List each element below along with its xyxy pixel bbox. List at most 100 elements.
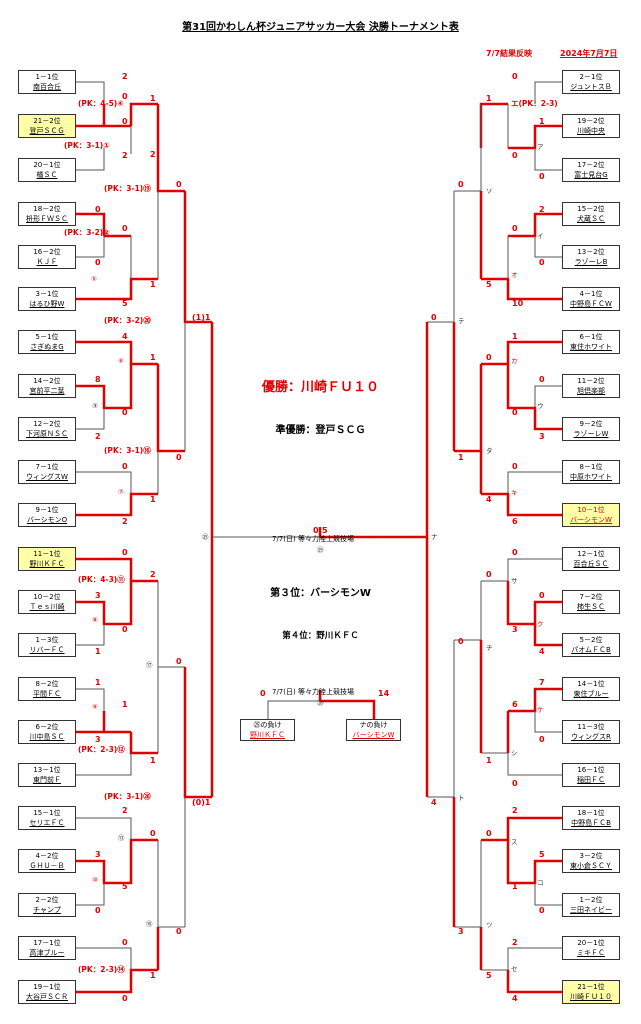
team-name: 犬蔵ＳＣ bbox=[577, 215, 605, 223]
bracket-line bbox=[481, 492, 562, 517]
right-team-box: 8－1位中原ホワイト bbox=[562, 460, 620, 484]
team-name: ウィングスW bbox=[26, 473, 68, 481]
team-name: 宮前平二葉 bbox=[29, 387, 65, 395]
team-seed: 3－1位 bbox=[35, 290, 59, 298]
pk-note: (PK：4-3)⑪ bbox=[78, 575, 125, 584]
bracket-line bbox=[506, 364, 562, 431]
match-marker: ⑦ bbox=[118, 488, 124, 496]
right-team-box: 4－1位中野島ＦＣW bbox=[562, 287, 620, 311]
team-name: 橘ＳＣ bbox=[36, 171, 58, 179]
bracket-line bbox=[76, 838, 158, 885]
team-seed: 11－2位 bbox=[577, 377, 605, 385]
bracket-line bbox=[533, 624, 562, 647]
team-name: 三田ネイビー bbox=[570, 906, 612, 914]
team-seed: 1－1位 bbox=[35, 73, 59, 81]
bracket-line bbox=[76, 947, 132, 970]
team-seed: 7－2位 bbox=[579, 593, 603, 601]
score-label: 0 bbox=[539, 375, 545, 384]
score-label: 0 bbox=[539, 906, 545, 915]
right-team-box: 5－2位パオムＦＣB bbox=[562, 633, 620, 657]
team-seed: 18－1位 bbox=[577, 809, 605, 817]
team-seed: 6－1位 bbox=[579, 333, 603, 341]
team-name: リバーＦＣ bbox=[29, 646, 65, 654]
bracket-line bbox=[76, 471, 132, 494]
match-marker: ク bbox=[537, 620, 544, 628]
match-marker: チ bbox=[486, 644, 493, 652]
pk-note: (PK：2-3)⑫ bbox=[78, 745, 125, 754]
score-label: 2 bbox=[512, 806, 518, 815]
score-label: 0 bbox=[512, 408, 518, 417]
right-team-box: 17－2位富士見台G bbox=[562, 158, 620, 182]
team-seed: 21－1位 bbox=[577, 983, 605, 991]
score-label: 0 bbox=[122, 224, 128, 233]
third-place-left-label: ㉕の負け bbox=[253, 721, 282, 729]
team-seed: 20－1位 bbox=[577, 939, 605, 947]
score-label: 3 bbox=[95, 735, 101, 744]
score-label: 2 bbox=[512, 938, 518, 947]
team-name: 東小倉ＳＣＹ bbox=[570, 862, 612, 870]
right-team-box: 18－1位中野島ＦＣB bbox=[562, 806, 620, 830]
match-marker: ⑰ bbox=[146, 661, 153, 669]
score-label: 0 bbox=[458, 637, 464, 646]
score-label: 2 bbox=[122, 806, 128, 815]
score-label: 0 bbox=[122, 408, 128, 417]
left-team-box: 20－1位橘ＳＣ bbox=[18, 158, 76, 182]
score-label: 5 bbox=[122, 299, 128, 308]
bracket-line bbox=[481, 816, 562, 842]
score-label: 0 bbox=[122, 462, 128, 471]
left-team-box: 15－1位セリエＦＣ bbox=[18, 806, 76, 830]
team-name: 川中島ＳＣ bbox=[29, 733, 65, 741]
score-label: 4 bbox=[486, 495, 492, 504]
left-team-box: 14－2位宮前平二葉 bbox=[18, 374, 76, 398]
left-team-box: 5－1位さぎぬまG bbox=[18, 330, 76, 354]
match-marker: ア bbox=[537, 143, 544, 151]
team-name: パオムＦＣB bbox=[571, 646, 611, 654]
bracket-line bbox=[481, 277, 562, 301]
team-seed: 10－2位 bbox=[33, 593, 61, 601]
team-name: 野川ＫＦＣ bbox=[29, 560, 65, 568]
team-seed: 21－2位 bbox=[33, 117, 61, 125]
left-team-box: 19－1位大谷戸ＳＣＲ bbox=[18, 980, 76, 1004]
score-label: 5 bbox=[122, 882, 128, 891]
team-name: 川崎ＦＵ１０ bbox=[570, 993, 612, 1001]
team-seed: 7－1位 bbox=[35, 463, 59, 471]
left-team-box: 13－1位東門前Ｆ bbox=[18, 763, 76, 787]
team-name: ウィングスR bbox=[571, 733, 611, 741]
team-seed: 18－2位 bbox=[33, 205, 61, 213]
match-marker: キ bbox=[511, 489, 518, 497]
team-seed: 8－1位 bbox=[579, 463, 603, 471]
final-score-left: 0 bbox=[313, 526, 319, 535]
team-seed: 6－2位 bbox=[35, 723, 59, 731]
score-label: 0 bbox=[512, 151, 518, 160]
pk-note: エ(PK：2-3) bbox=[511, 99, 558, 108]
team-name: 平間ＦＣ bbox=[33, 690, 61, 698]
score-label: 0 bbox=[512, 779, 518, 788]
right-team-box: 9－2位ラゾーレW bbox=[562, 417, 620, 441]
score-label: 5 bbox=[486, 280, 492, 289]
bracket-line bbox=[76, 212, 106, 236]
team-name: Ｔｅｓ川崎 bbox=[29, 603, 65, 611]
score-label: 0 bbox=[431, 313, 437, 322]
right-team-box: 1－2位三田ネイビー bbox=[562, 893, 620, 917]
team-seed: 4－2位 bbox=[35, 852, 59, 860]
right-team-box: 3－2位東小倉ＳＣＹ bbox=[562, 849, 620, 873]
left-team-box: 17－1位高津ブルー bbox=[18, 936, 76, 960]
pk-note: (PK：3-2)② bbox=[64, 228, 110, 237]
match-marker: セ bbox=[511, 965, 518, 973]
team-name: 下河原ＮＳＣ bbox=[26, 430, 68, 438]
team-name: 中野島ＦＣB bbox=[571, 819, 611, 827]
third-place-right-score: 14 bbox=[378, 689, 390, 698]
third-text: 第３位：バーシモンW bbox=[270, 588, 371, 599]
score-label: 0 bbox=[122, 938, 128, 947]
team-seed: 11－1位 bbox=[33, 550, 61, 558]
bracket-line bbox=[454, 104, 482, 192]
bracket-line bbox=[76, 968, 158, 994]
score-label: 1 bbox=[150, 756, 156, 765]
bracket-line bbox=[508, 212, 562, 238]
match-marker: ソ bbox=[486, 187, 493, 195]
team-seed: 1－3位 bbox=[35, 636, 59, 644]
match-marker: シ bbox=[511, 749, 518, 757]
team-seed: 17－2位 bbox=[577, 161, 605, 169]
left-team-box: 11－1位野川ＫＦＣ bbox=[18, 547, 76, 571]
